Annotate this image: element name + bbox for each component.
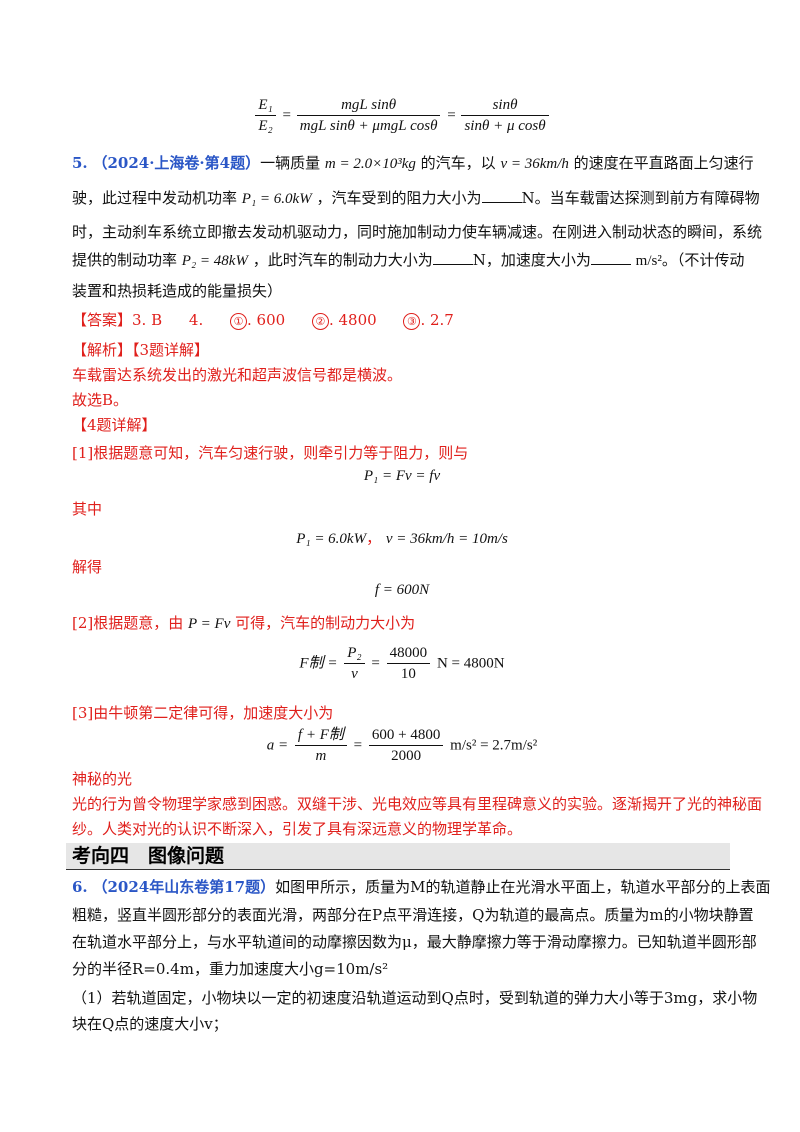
q6-line-2: 粗糙，竖直半圆形部分的表面光滑，两部分在P点平滑连接，Q为轨道的最高点。质量为m… [72, 906, 754, 924]
step-3-text: [3]由牛顿第二定律可得，加速度大小为 [72, 704, 334, 722]
section-title: 考向四 图像问题 [72, 845, 225, 867]
section-header: 考向四 图像问题 [66, 843, 730, 870]
question-number: 5. [72, 154, 88, 172]
energy-ratio-equation: E₁ E₂ = mgL sinθ mgL sinθ + μmgL cosθ = … [72, 95, 732, 136]
circled-3: ③ [403, 313, 421, 330]
q6-line-1: 6. （2024年山东卷第17题）如图甲所示，质量为M的轨道静止在光滑水平面上，… [72, 878, 771, 896]
answer-blank-3[interactable] [590, 250, 631, 265]
circled-1: ① [230, 313, 247, 330]
power-p1-expression: P₁ = 6.0kW [241, 191, 312, 207]
q6-line-3: 在轨道水平部分上，与水平轨道间的动摩擦因数为μ，最大静摩擦力等于滑动摩擦力。已知… [72, 933, 757, 951]
answer-line: 【答案】3. B 4. ①. 600 ②. 4800 ③. 2.7 [72, 311, 454, 330]
where-label: 其中 [72, 500, 103, 518]
eq-mid-num: mgL sinθ [296, 95, 441, 116]
q5-line-3: 时，主动刹车系统立即撤去发动机驱动力，同时施加制动力使车辆减速。在刚进入制动状态… [72, 223, 763, 241]
equation-4: F制 = P₂ v = 48000 10 N = 4800N [299, 645, 505, 682]
step-2-text: [2]根据题意，由 P = Fv 可得，汽车的制动力大小为 [72, 614, 416, 632]
q6-sub1-line-2: 块在Q点的速度大小v； [72, 1015, 228, 1033]
q6-sub1-line-1: （1）若轨道固定，小物块以一定的初速度沿轨道运动到Q点时，受到轨道的弹力大小等于… [72, 989, 758, 1007]
eq-mid-den: mgL sinθ + μmgL cosθ [299, 118, 438, 134]
reading-line-1: 光的行为曾令物理学家感到困惑。双缝干涉、光电效应等具有里程碑意义的实验。逐渐揭开… [72, 795, 763, 813]
equation-5: a = f + F制 m = 600 + 4800 2000 m/s² = 2.… [266, 727, 538, 764]
q3-choice: 故选B。 [72, 391, 129, 409]
answer-blank-2[interactable] [432, 250, 473, 265]
q3-explanation: 车载雷达系统发出的激光和超声波信号都是横波。 [72, 366, 403, 384]
q6-line-4: 分的半径R=0.4m，重力加速度大小g=10m/s² [72, 960, 389, 978]
equation-1: P₁ = Fv = fv [363, 468, 441, 484]
q5-line-5: 装置和热损耗造成的能量损失） [72, 282, 283, 300]
reading-title: 神秘的光 [72, 770, 133, 788]
equation-2: P₁ = 6.0kW， v = 36km/h = 10m/s [296, 529, 508, 547]
speed-expression: v = 36km/h [500, 156, 569, 172]
reading-line-2: 纱。人类对光的认识不断深入，引发了具有深远意义的物理学革命。 [72, 820, 523, 838]
solve-label: 解得 [72, 558, 103, 576]
answer-blank-1[interactable] [481, 188, 522, 203]
circled-2: ② [311, 313, 329, 330]
eq-lhs-den: E₂ [258, 118, 273, 134]
power-p2-expression: P₂ = 48kW [181, 253, 248, 269]
question-number-6: 6. [72, 878, 88, 896]
mass-expression: m = 2.0×10³kg [324, 156, 416, 172]
step-1-text: [1]根据题意可知，汽车匀速行驶，则牵引力等于阻力，则与 [72, 444, 469, 462]
question-source: （2024·上海卷·第4题） [92, 154, 261, 172]
q5-line-1: 5. （2024·上海卷·第4题）一辆质量 m = 2.0×10³kg 的汽车，… [72, 154, 754, 172]
eq-lhs-num: E₁ [255, 95, 276, 116]
equation-3: f = 600N [374, 582, 430, 598]
question-source-6: （2024年山东卷第17题） [92, 878, 276, 896]
eq-rhs-den: sinθ + μ cosθ [464, 118, 546, 134]
eq-rhs-num: sinθ [461, 95, 549, 116]
q4-header: 【4题详解】 [72, 416, 157, 434]
answer-label: 【答案】 [72, 311, 133, 329]
analysis-header: 【解析】【3题详解】 [72, 341, 210, 359]
